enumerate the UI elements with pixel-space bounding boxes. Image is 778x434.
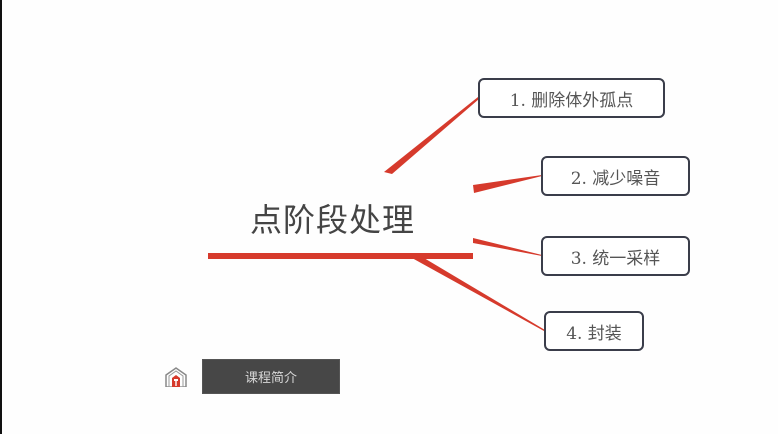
page-title: 点阶段处理 [250,201,416,239]
branch-3 [473,238,542,256]
branch-4 [412,258,545,331]
house-shield-icon [165,367,187,387]
branch-2 [473,175,542,193]
course-intro-button[interactable]: 课程简介 [202,359,340,394]
node-label: 2. 减少噪音 [570,168,661,189]
node-label: 1. 删除体外孤点 [509,90,634,111]
title-underline [208,253,473,259]
node-label: 3. 统一采样 [570,248,661,269]
mindmap-node-2: 2. 减少噪音 [541,156,690,196]
mindmap-node-1: 1. 删除体外孤点 [478,78,665,118]
mindmap-node-3: 3. 统一采样 [541,236,690,276]
branch-1 [384,97,479,174]
mindmap-node-4: 4. 封装 [544,311,644,351]
left-border [0,0,2,434]
node-label: 4. 封装 [566,323,622,344]
course-intro-label: 课程简介 [244,371,297,386]
